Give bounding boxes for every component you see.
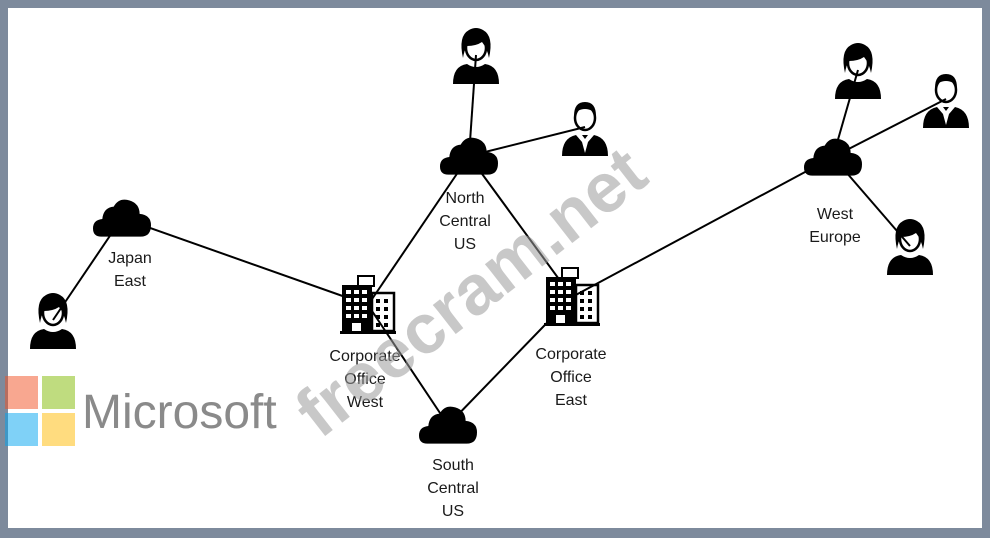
node-label-line: US [454, 236, 476, 253]
edge-japan-east-to-corporate-office-west [121, 217, 369, 306]
node-label-line: Corporate [329, 348, 400, 365]
node-label-line: West [817, 206, 854, 223]
logo-square-yellow [42, 413, 75, 446]
node-label-line: US [442, 503, 464, 520]
logo-square-green [42, 376, 75, 409]
node-label-line: Japan [108, 250, 152, 267]
user-icon [28, 291, 78, 349]
node-label-line: Office [344, 371, 386, 388]
watermark-text: freecram.net [281, 132, 660, 452]
logo-square-red [5, 376, 38, 409]
node-label-line: East [555, 392, 588, 409]
logo-wordmark: Microsoft [82, 386, 277, 439]
watermark: freecram.net [281, 132, 660, 452]
edge-corporate-office-west-to-north-central-us [367, 155, 470, 306]
node-label-line: East [114, 273, 147, 290]
edge-north-central-us-to-user-nc-right [468, 126, 586, 157]
connection-lines [52, 54, 947, 426]
edge-corporate-office-west-to-south-central-us [367, 304, 449, 426]
node-label-line: Central [427, 480, 479, 497]
microsoft-logo: Microsoft [5, 376, 277, 446]
cloud-icon [419, 406, 477, 444]
node-label-line: Central [439, 213, 491, 230]
cloud-icon [440, 137, 498, 175]
user-icon [921, 72, 971, 128]
edge-north-central-us-to-corporate-office-east [468, 155, 573, 298]
node-user-we-right [921, 72, 971, 128]
node-user-japan [28, 291, 78, 349]
edge-west-europe-to-user-we-right [832, 98, 947, 158]
cloud-icon [804, 138, 862, 176]
node-label-line: West [347, 394, 384, 411]
node-label-line: Corporate [535, 346, 606, 363]
node-label-line: South [432, 457, 474, 474]
cloud-icon [93, 199, 151, 237]
node-label-line: Europe [809, 229, 861, 246]
node-label-line: North [445, 190, 484, 207]
node-label-line: Office [550, 369, 592, 386]
logo-square-blue [5, 413, 38, 446]
diagram-frame [8, 8, 982, 528]
edge-corporate-office-east-to-west-europe [571, 156, 834, 298]
